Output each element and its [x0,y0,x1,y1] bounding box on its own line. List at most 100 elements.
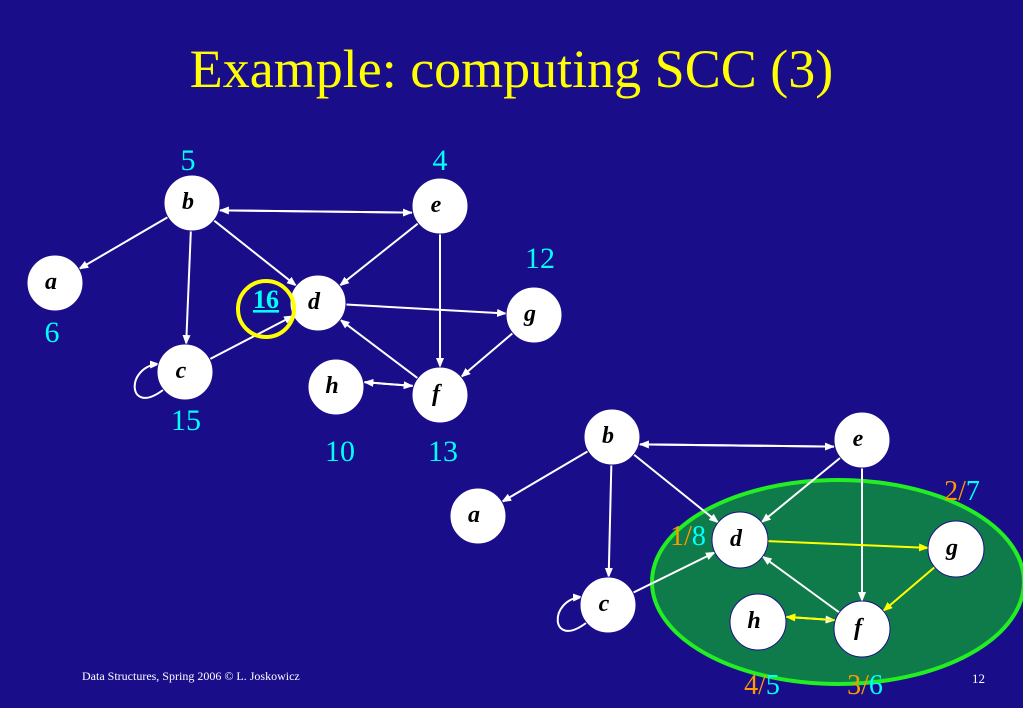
bottom-node-e-circle [833,411,891,469]
bottom-node-c-circle [579,576,637,634]
bottom-edge-e-d [760,456,841,524]
time-f-sep: / [861,670,869,701]
bottom-node-d: d [711,511,769,569]
bottom-node-e-label: e [853,426,864,452]
bottom-node-f-label: f [854,615,864,641]
time-d-finish: 8 [692,521,706,552]
edges-layer [78,206,936,632]
time-f-start: 3 [847,670,861,701]
time-h-finish: 5 [766,670,780,701]
bottom-node-h-circle [729,593,787,651]
top-label-h: 10 [325,435,355,468]
bottom-edge-b-e [639,442,835,451]
time-g: 2/7 [944,476,980,507]
bottom-node-d-label: d [730,526,743,552]
top-node-b: b [163,174,221,232]
bottom-node-g-label: g [945,535,958,561]
bottom-node-b-label: b [602,423,614,449]
top-node-h-circle [307,358,365,416]
bottom-edge-c-d [632,551,716,594]
top-node-a-label: a [45,269,57,295]
nodes-layer: a b c d e f g h a b c d e f g h [26,174,985,658]
bottom-node-f-circle [833,600,891,658]
top-node-a-circle [26,254,84,312]
bottom-edge-d-g [767,540,930,552]
top-edge-d-g [345,303,508,317]
slide-title: Example: computing SCC (3) [189,39,834,99]
top-edge-b-d [213,219,297,287]
bottom-node-b-circle [583,408,641,466]
top-edge-c-d [209,315,295,360]
top-label-e: 4 [433,144,448,177]
top-node-e: e [411,177,469,235]
bottom-edge-f-h [785,613,835,622]
top-edge-e-d [339,222,419,287]
bottom-node-a-label: a [468,502,480,528]
scc-region [650,478,1023,686]
bottom-node-g-circle [927,520,985,578]
bottom-node-a-circle [449,487,507,545]
bottom-node-c: c [579,576,637,634]
highlight-number: 16 [253,285,279,314]
top-node-f: f [411,366,469,424]
time-h-sep: / [758,670,766,701]
top-node-f-circle [411,366,469,424]
time-h-start: 4 [744,670,758,701]
top-label-g: 12 [525,242,555,275]
footer-text: Data Structures, Spring 2006 © L. Joskow… [82,669,300,683]
top-node-h-label: h [325,373,338,399]
bottom-node-d-circle [711,511,769,569]
top-node-e-label: e [431,192,442,218]
time-d: 1/8 [670,521,706,552]
top-node-c-circle [156,343,214,401]
bottom-node-c-label: c [599,591,610,617]
top-node-g: g [505,286,563,344]
time-f-finish: 6 [869,670,883,701]
top-edge-b-e [219,208,413,217]
top-label-a: 6 [45,316,60,349]
time-g-sep: / [958,476,966,507]
time-h: 4/5 [744,670,780,701]
top-edge-b-c [182,230,192,346]
top-node-e-circle [411,177,469,235]
top-edge-f-d [339,319,419,379]
bottom-node-g: g [927,520,985,578]
bottom-edge-f-d [761,555,840,614]
bottom-edge-g-f [882,566,936,612]
top-node-h: h [307,358,365,416]
bottom-edge-b-d [633,453,719,524]
top-node-d-label: d [308,289,321,315]
top-node-f-label: f [432,381,442,407]
bottom-edge-b-a [501,450,589,503]
top-node-d: d [289,274,347,332]
top-edge-g-f [460,332,514,378]
top-label-f: 13 [428,435,458,468]
top-node-b-circle [163,174,221,232]
bottom-node-a: a [449,487,507,545]
top-label-b: 5 [181,144,196,177]
bottom-edge-b-c [604,464,613,579]
highlight-ring [236,279,296,339]
time-f: 3/6 [847,670,883,701]
top-label-c: 15 [171,404,201,437]
time-g-start: 2 [944,476,958,507]
time-d-start: 1 [670,521,684,552]
time-d-sep: / [684,521,692,552]
top-node-g-label: g [523,301,536,327]
top-node-a: a [26,254,84,312]
top-edge-c-c [133,360,164,399]
top-node-d-circle [289,274,347,332]
bottom-node-b: b [583,408,641,466]
bottom-node-h-label: h [747,608,760,634]
bottom-node-f: f [833,600,891,658]
top-node-b-label: b [182,189,194,215]
top-node-g-circle [505,286,563,344]
bottom-node-e: e [833,411,891,469]
top-edge-h-f [364,381,414,390]
page-number: 12 [972,671,985,686]
bottom-edge-c-c [556,593,587,632]
top-node-c-label: c [176,358,187,384]
top-node-c: c [156,343,214,401]
